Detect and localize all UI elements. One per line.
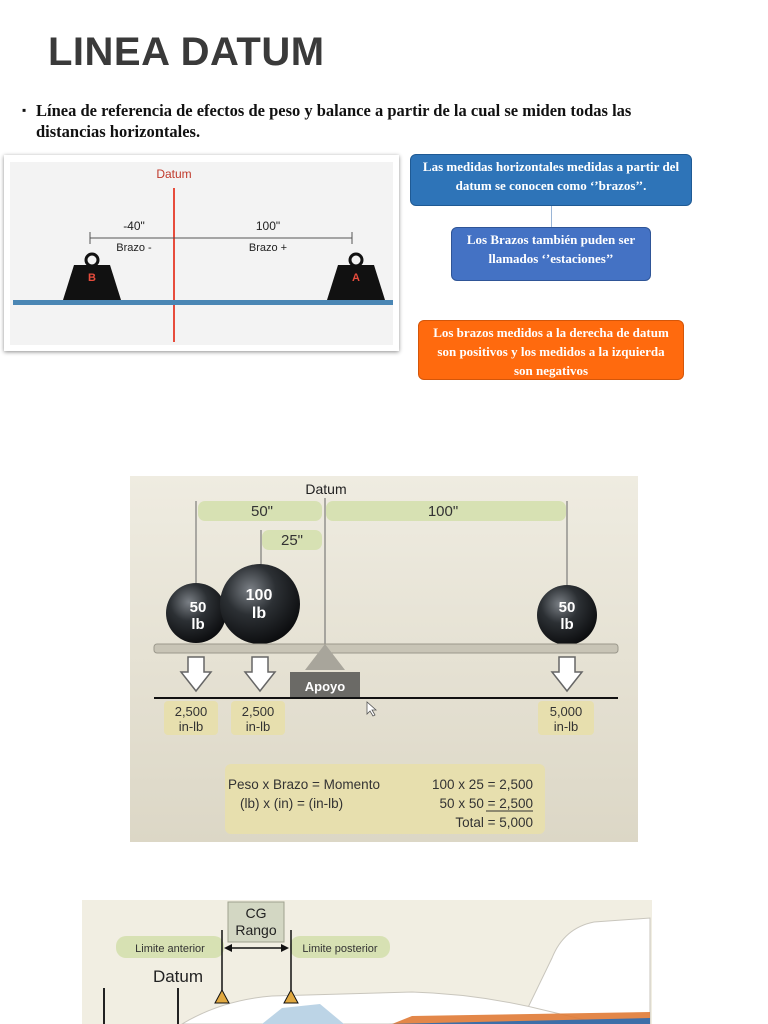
moment-mid-value: 2,500 — [242, 704, 275, 719]
ball-right-unit: lb — [560, 616, 573, 633]
weight-b-icon — [63, 252, 121, 300]
fulcrum-label: Apoyo — [305, 679, 346, 694]
ball-50lb-left — [166, 583, 226, 643]
ball-50lb-right — [537, 585, 597, 645]
left-distance-label: -40" — [123, 219, 145, 233]
moment-mid-unit: in-lb — [246, 719, 271, 734]
dimension-100-bar — [326, 501, 566, 521]
dimension-25-bar — [262, 530, 322, 550]
moment-left-value: 2,500 — [175, 704, 208, 719]
cg-arrow-left-icon — [224, 944, 232, 952]
formula-line-2: (lb) x (in) = (in-lb) — [240, 796, 343, 811]
front-limit-marker-icon — [214, 988, 230, 1004]
rear-limit-marker-icon — [283, 988, 299, 1004]
limit-rear-label: Limite posterior — [302, 943, 378, 955]
right-distance-label: 100" — [256, 219, 280, 233]
moment-left-box — [164, 701, 218, 735]
figure-background — [10, 162, 393, 345]
fuselage-stripe-blue — [388, 1018, 650, 1024]
stations-callout: Los Brazos también puden ser llamados ‘’… — [451, 227, 651, 281]
datum-weights-figure: Datum -40" Brazo - 100" Brazo + B A — [4, 155, 399, 351]
dimension-50-bar — [198, 501, 322, 521]
calc-line-2: 50 x 50 = 2,500 — [440, 796, 533, 811]
moment-balance-diagram: Datum 50" 100" 25" 50 lb 100 lb 50 lb Ap… — [130, 476, 638, 842]
dimension-25-label: 25" — [281, 532, 303, 549]
bullet-paragraph: ▪ Línea de referencia de efectos de peso… — [22, 100, 702, 142]
cg-range-label-box — [227, 901, 285, 943]
limit-rear-pill — [290, 936, 390, 958]
callout-connector — [551, 206, 552, 227]
moment-mid-box — [231, 701, 285, 735]
bullet-marker: ▪ — [22, 103, 27, 117]
moment-right-box — [538, 701, 594, 735]
sign-convention-callout: Los brazos medidos a la derecha de datum… — [418, 320, 684, 380]
fulcrum-triangle — [305, 644, 345, 670]
arms-definition-callout: Las medidas horizontales medidas a parti… — [410, 154, 692, 206]
moment-left-unit: in-lb — [179, 719, 204, 734]
bullet-text: Línea de referencia de efectos de peso y… — [36, 101, 632, 141]
dimension-100-label: 100" — [428, 503, 458, 520]
tail-fin-shape — [519, 917, 651, 1024]
weight-b-label: B — [88, 272, 96, 284]
page-title: LINEA DATUM — [48, 30, 325, 74]
left-arm-label: Brazo - — [116, 242, 152, 254]
datum-label: Datum — [153, 967, 203, 986]
datum-weights-diagram: Datum -40" Brazo - 100" Brazo + B A — [10, 162, 393, 345]
datum-label: Datum — [305, 481, 346, 497]
formula-panel — [225, 764, 545, 834]
force-arrow-left-icon — [179, 656, 213, 693]
ball-mid-unit: lb — [252, 605, 266, 622]
moment-right-unit: in-lb — [554, 719, 579, 734]
cockpit-window — [262, 1004, 344, 1024]
weight-a-label: A — [352, 272, 360, 284]
aircraft-cg-figure: CG Rango Limite anterior Limite posterio… — [82, 900, 652, 1024]
force-arrow-right-icon — [550, 656, 584, 693]
ball-mid-weight: 100 — [246, 587, 273, 604]
calc-line-1: 100 x 25 = 2,500 — [432, 777, 533, 792]
limit-front-pill — [116, 936, 224, 958]
weight-a-icon — [327, 252, 385, 300]
aircraft-cg-diagram: CG Rango Limite anterior Limite posterio… — [82, 900, 652, 1024]
cg-label: CG — [246, 905, 267, 921]
ball-right-weight: 50 — [559, 599, 576, 616]
cg-arrow-right-icon — [281, 944, 289, 952]
right-arm-label: Brazo + — [249, 242, 287, 254]
ground-line — [13, 300, 393, 305]
moment-balance-figure: Datum 50" 100" 25" 50 lb 100 lb 50 lb Ap… — [130, 476, 638, 842]
datum-label: Datum — [156, 167, 191, 181]
balance-beam — [153, 643, 619, 654]
fulcrum-base — [290, 672, 360, 698]
range-label: Rango — [235, 922, 276, 938]
force-arrow-mid-icon — [243, 656, 277, 693]
dimension-50-label: 50" — [251, 503, 273, 520]
mouse-pointer-icon — [366, 701, 378, 717]
ball-left-weight: 50 — [190, 599, 207, 616]
formula-line-1: Peso x Brazo = Momento — [228, 777, 380, 792]
moment-right-value: 5,000 — [550, 704, 583, 719]
ball-left-unit: lb — [191, 616, 204, 633]
limit-front-label: Limite anterior — [135, 943, 205, 955]
calc-line-3: Total = 5,000 — [455, 815, 533, 830]
ball-100lb-mid — [220, 564, 300, 644]
